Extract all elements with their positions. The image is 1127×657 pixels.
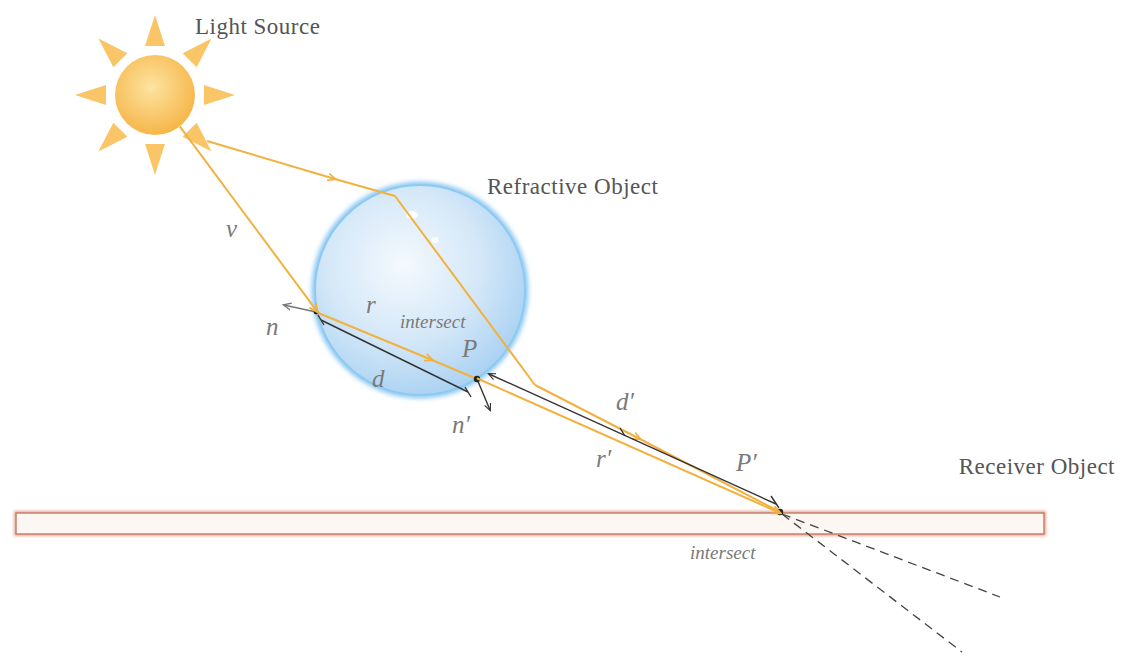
receiver-plane (16, 513, 1044, 534)
object-heading: Light Source (195, 14, 320, 40)
sun-ray (145, 15, 165, 46)
sphere-glow (315, 185, 525, 395)
receiver-glow (16, 513, 1044, 534)
sun-ray (75, 85, 106, 105)
sun-disc (115, 55, 195, 135)
symbol-label: P′ (736, 450, 757, 475)
symbol-label: r (366, 292, 376, 317)
ray-label: v (226, 216, 237, 241)
light-source: Light Source (70, 8, 370, 183)
sun-ray (183, 123, 212, 152)
sun-ray (98, 123, 127, 152)
normal-arrow (284, 305, 316, 312)
intersect-note: intersect (690, 543, 755, 562)
distance-line (489, 374, 779, 508)
sun-ray (183, 38, 212, 67)
highlight (406, 211, 418, 219)
symbol-label: d (372, 366, 385, 391)
refractive-object-shape (314, 184, 526, 396)
object-heading: Receiver Object (959, 454, 1115, 480)
symbol-label: d′ (616, 389, 634, 414)
sun-ray (204, 85, 235, 105)
light-ray (477, 378, 780, 513)
symbol-label: n (266, 314, 279, 339)
sun-ray (145, 144, 165, 175)
sun-ray (98, 38, 127, 67)
object-heading: Refractive Object (487, 174, 658, 200)
light-ray (207, 141, 780, 512)
intersect-note: intersect (400, 312, 465, 331)
receiver-object: Receiver Object (12, 450, 1120, 540)
ray-label: r′ (596, 446, 611, 471)
receiver-object-shape (15, 512, 1045, 535)
highlight (431, 237, 439, 243)
symbol-label: P (462, 336, 477, 361)
symbol-label: n′ (452, 412, 470, 437)
sphere-body (315, 185, 525, 395)
light-ray (180, 126, 317, 311)
